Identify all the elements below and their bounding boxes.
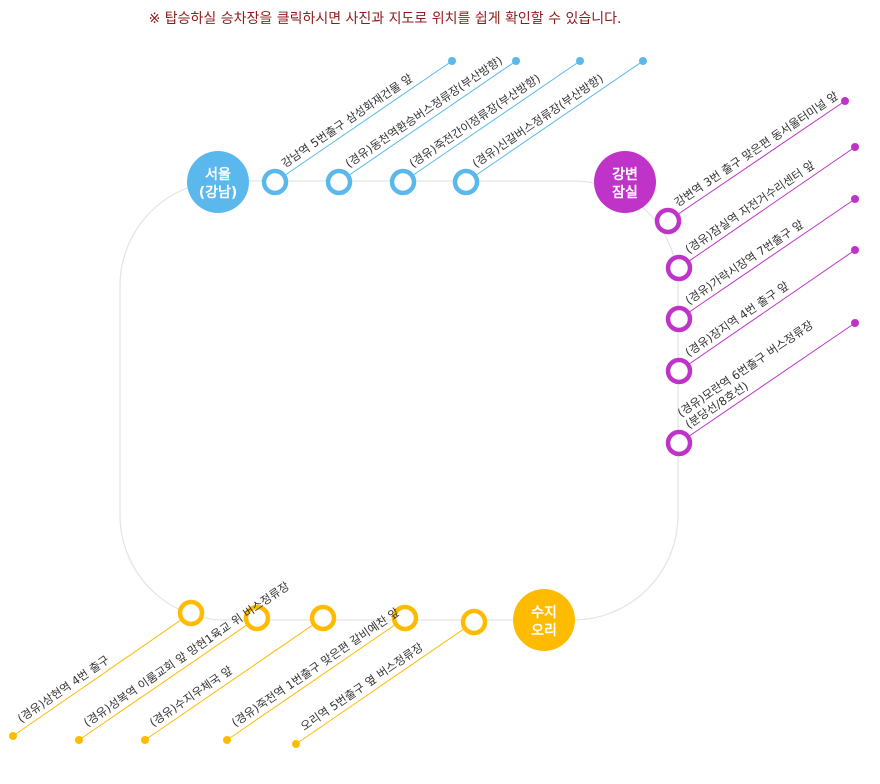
stop-dot-icon [448,57,456,65]
stop-dot-icon [9,732,17,740]
stop-connector-line [78,617,258,741]
stop-dot-icon [512,57,520,65]
stop-dot-icon [851,246,859,254]
stop-jamsil-2[interactable]: (경유)잠실역 자전거수리센터 앞 [665,143,859,282]
hub-label-line1: 서울 [205,166,231,183]
stop-connector-line [678,249,856,372]
stop-ring-icon[interactable] [391,604,419,632]
stop-ring-icon[interactable] [665,357,693,385]
stop-dot-icon [851,319,859,327]
stop-connector-line [678,146,856,269]
stop-dot-icon [75,736,83,744]
route-track [119,180,679,621]
notice-text: ※ 탑승하실 승차장을 클릭하시면 사진과 지도로 위치를 쉽게 확인할 수 있… [148,11,622,27]
stop-connector-line [465,60,644,183]
stop-label[interactable]: 오리역 5번출구 옆 버스정류장 [298,640,426,734]
stop-dot-icon [851,195,859,203]
stop-connector-line [678,198,856,320]
stop-connector-line [667,100,846,222]
stop-ring-icon[interactable] [177,599,205,627]
stop-ring-icon[interactable] [665,254,693,282]
stop-connector-line [338,60,517,183]
stop-ring-icon[interactable] [665,429,693,457]
stop-connector-line [12,612,192,737]
stop-dot-icon [841,97,849,105]
stop-dot-icon [851,143,859,151]
stop-connector-line [274,60,453,183]
hub-circle-icon [594,151,656,213]
stop-ring-icon[interactable] [325,168,353,196]
stop-label[interactable]: 강변역 3번 출구 맞은편 동서울터미널 앞 [672,88,842,209]
hub-label-line1: 강변 [612,166,638,183]
stop-ring-icon[interactable] [452,168,480,196]
stop-dot-icon [576,57,584,65]
stop-ring-icon[interactable] [665,305,693,333]
stop-connector-line [678,322,856,444]
stop-ring-icon[interactable] [309,604,337,632]
stop-seoul-2[interactable]: (경유)동천역환승버스정류장(부산방향) [325,53,520,196]
stop-seoul-1[interactable]: 강남역 5번출구 삼성화재건물 앞 [261,57,456,196]
hub-label-line1: 수지 [531,605,557,621]
hub-label-line2: 오리 [531,623,557,639]
stop-seoul-3[interactable]: (경유)죽전간이정류장(부산방향) [389,57,584,196]
hub-label-line2: 잠실 [612,184,638,201]
stop-dot-icon [223,736,231,744]
stop-dot-icon [292,740,300,748]
stop-dot-icon [639,57,647,65]
hub-circle-icon [513,589,575,651]
stop-suji-5[interactable]: 오리역 5번출구 옆 버스정류장 [292,608,488,748]
stop-ring-icon[interactable] [389,168,417,196]
stop-connector-line [402,60,581,183]
stop-connector-line [226,617,406,741]
stop-ring-icon[interactable] [460,608,488,636]
stop-label[interactable]: (경유)가락시장역 7번출구 앞 [683,217,807,308]
stop-connector-line [144,617,324,741]
hub-label-line2: (강남) [199,184,238,201]
stop-dot-icon [141,736,149,744]
stop-jamsil-3[interactable]: (경유)가락시장역 7번출구 앞 [665,195,859,333]
stop-label[interactable]: (경유)잠실역 자전거수리센터 앞 [683,158,818,257]
hub-circle-icon [187,151,249,213]
stop-ring-icon[interactable] [243,604,271,632]
hub-seoul: 서울(강남) [187,151,249,213]
stop-ring-icon[interactable] [261,168,289,196]
stop-connector-line [295,621,475,745]
stop-ring-icon[interactable] [654,207,682,235]
stop-label[interactable]: (경유)모란역 6번출구 버스정류장(분당선/8호선) [675,317,824,431]
